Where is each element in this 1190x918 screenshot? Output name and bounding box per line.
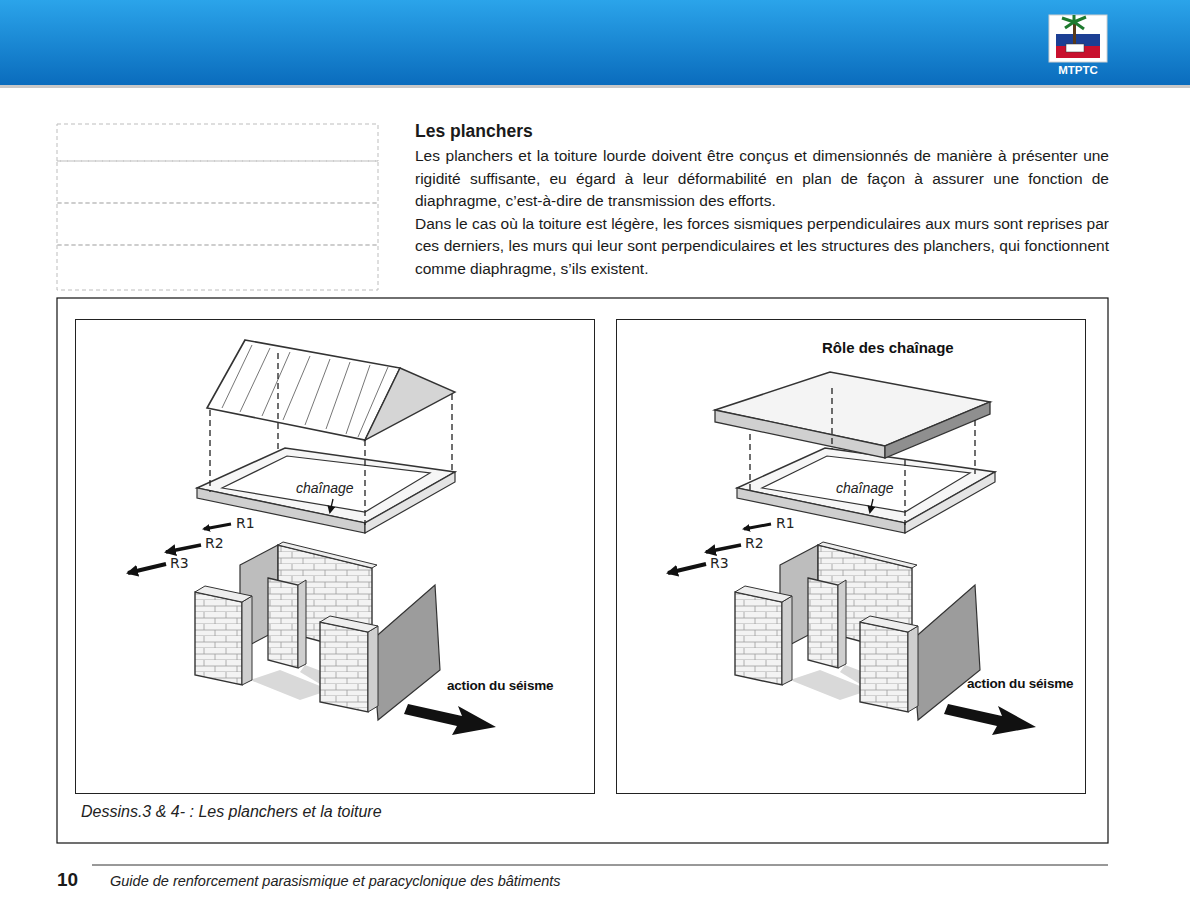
reaction-label: R2 [205,535,224,551]
walls-scene-copy [668,448,1036,735]
body-text: Les planchers et la toiture lourde doive… [415,145,1109,280]
panel-title: Rôle des chaînage [822,339,954,356]
footer-rule [92,865,1108,866]
figure-caption: Dessins.3 & 4- : Les planchers et la toi… [81,803,382,821]
part-label: chaînage [834,480,896,496]
gable-roof [207,340,455,525]
page-number: 10 [57,869,78,891]
reaction-label: R1 [776,515,795,531]
logo [1049,15,1107,62]
logo-text: MTPTC [1049,64,1107,76]
reaction-label: R1 [236,515,255,531]
figure-panel: chaînageR1R2R3 action du séisme [75,319,595,794]
footer-text: Guide de renforcement parasismique et pa… [110,873,561,889]
reaction-label: R3 [170,555,189,571]
force-label: action du séisme [447,678,553,693]
note-boxes [57,124,378,290]
figure-panel: Rôle des chaînage chaînageR1R2R3 action du… [616,319,1086,794]
reaction-label: R3 [710,555,729,571]
figure-frame [57,298,1108,843]
section-title: Les planchers [415,121,533,142]
flat-slab [715,372,990,525]
paragraph: Les planchers et la toiture lourde doive… [415,145,1109,213]
paragraph: Dans le cas où la toiture est légère, le… [415,213,1109,281]
force-label: action du séisme [967,676,1073,691]
header-bar [0,0,1190,88]
walls-scene [128,448,496,735]
part-label: chaînage [294,480,356,496]
reaction-label: R2 [745,535,764,551]
